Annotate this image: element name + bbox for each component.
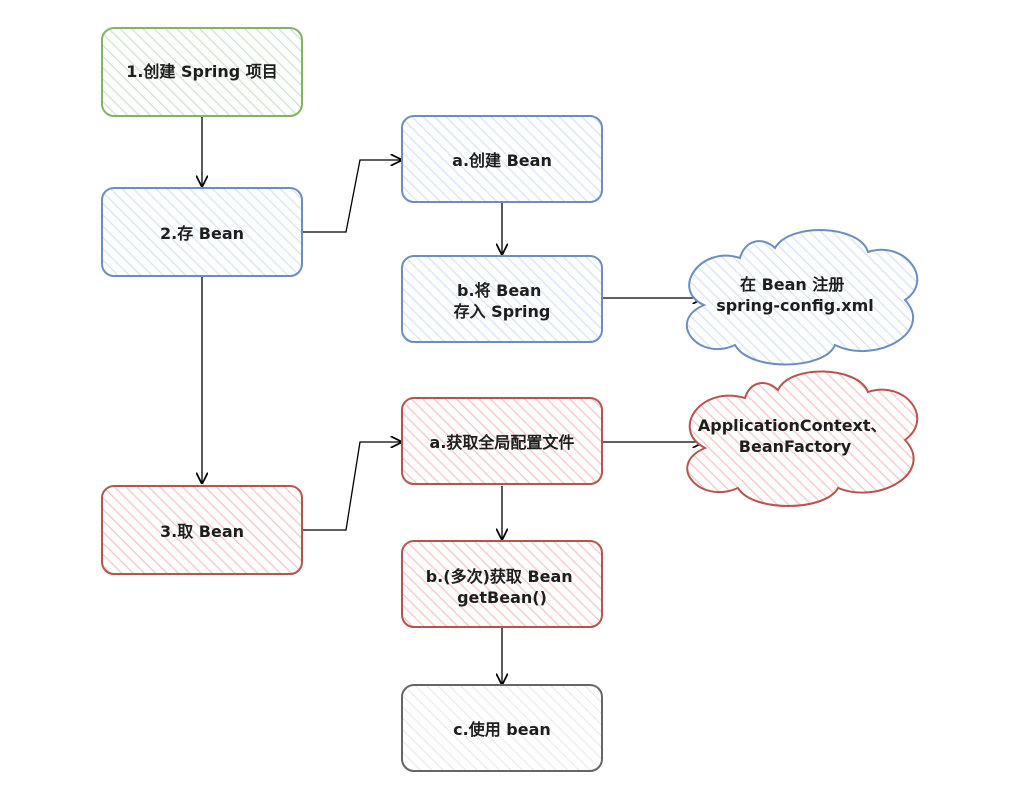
- node-fetch-bean[interactable]: b.(多次)获取 Bean getBean(): [401, 540, 603, 628]
- node-create-project-line-1: 1.创建 Spring 项目: [126, 62, 278, 81]
- node-get-bean[interactable]: 3.取 Bean: [101, 485, 303, 575]
- node-fetch-bean-line-2: getBean(): [457, 588, 547, 607]
- node-create-project[interactable]: 1.创建 Spring 项目: [101, 27, 303, 117]
- svg-text:a.创建 Bean: a.创建 Bean: [452, 151, 552, 170]
- edges: [202, 117, 703, 684]
- svg-text:3.取 Bean: 3.取 Bean: [160, 522, 244, 541]
- cloud-register-config[interactable]: 在 Bean 注册 spring-config.xml: [685, 229, 919, 366]
- node-get-context-line-1: a.获取全局配置文件: [430, 433, 575, 452]
- node-put-bean-line-2: 存入 Spring: [454, 302, 551, 321]
- node-get-bean-line-1: 3.取 Bean: [160, 522, 244, 541]
- svg-text:ApplicationContext、 Bean: ApplicationContext、 BeanFactory: [698, 416, 892, 456]
- svg-text:b.将 Bean 存入 Spring: b.将 Bean 存入 Spring: [454, 281, 551, 321]
- svg-text:1.创建 Spring 项目: 1.创建 Spring 项目: [126, 62, 278, 81]
- node-use-bean[interactable]: c.使用 bean: [401, 684, 603, 772]
- node-store-bean-line-1: 2.存 Bean: [160, 224, 244, 243]
- cloud-register-config-line-1: 在 Bean 注册: [740, 275, 844, 294]
- node-create-bean[interactable]: a.创建 Bean: [401, 115, 603, 203]
- node-fetch-bean-line-1: b.(多次)获取 Bean: [426, 567, 573, 586]
- svg-text:在 Bean 注册 spring-config.: 在 Bean 注册 spring-config.xml: [716, 275, 874, 315]
- node-get-context[interactable]: a.获取全局配置文件: [401, 397, 603, 485]
- node-store-bean[interactable]: 2.存 Bean: [101, 187, 303, 277]
- cloud-application-context[interactable]: ApplicationContext、 BeanFactory: [686, 370, 919, 507]
- cloud-application-context-line-1: ApplicationContext、: [698, 416, 887, 435]
- node-put-bean[interactable]: b.将 Bean 存入 Spring: [401, 255, 603, 343]
- edge-store-to-create-bean: [302, 160, 401, 233]
- svg-text:c.使用 bean: c.使用 bean: [453, 720, 551, 739]
- node-put-bean-line-1: b.将 Bean: [457, 281, 541, 300]
- svg-text:b.(多次)获取 Bean getBean(): b.(多次)获取 Bean getBean(): [426, 567, 579, 607]
- node-create-bean-line-1: a.创建 Bean: [452, 151, 552, 170]
- svg-text:a.获取全局配置文件: a.获取全局配置文件: [430, 433, 575, 452]
- cloud-register-config-line-2: spring-config.xml: [716, 296, 874, 315]
- svg-text:2.存 Bean: 2.存 Bean: [160, 224, 244, 243]
- edge-get-to-context: [302, 442, 401, 531]
- cloud-application-context-line-2: BeanFactory: [739, 437, 852, 456]
- node-use-bean-line-1: c.使用 bean: [453, 720, 551, 739]
